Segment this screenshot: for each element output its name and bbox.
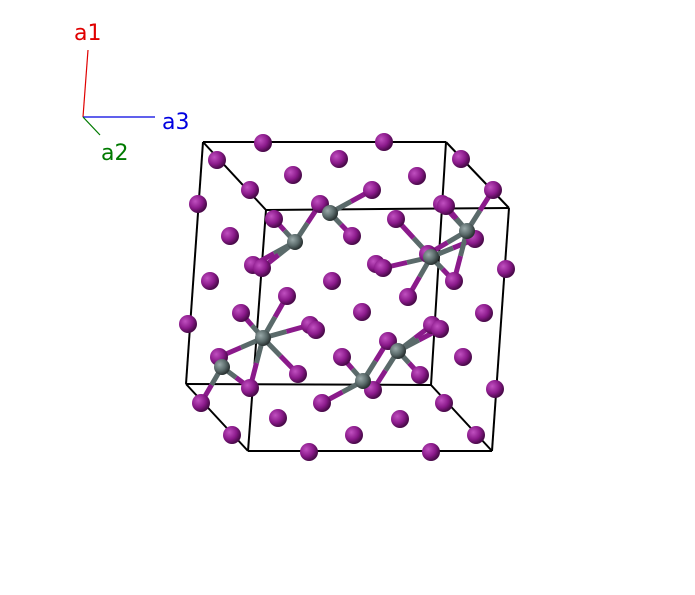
halide-atom	[484, 181, 502, 199]
metal-atom	[322, 205, 338, 221]
metal-atom	[390, 343, 406, 359]
halide-atom	[387, 210, 405, 228]
halide-atom	[445, 272, 463, 290]
halide-atom	[363, 181, 381, 199]
halide-atom	[253, 259, 271, 277]
halide-atom	[435, 394, 453, 412]
halide-atom	[497, 260, 515, 278]
halide-atom	[467, 426, 485, 444]
halide-atom	[375, 133, 393, 151]
halide-atom	[289, 365, 307, 383]
halide-atom	[374, 259, 392, 277]
bonds	[198, 187, 496, 406]
halide-atom	[232, 304, 250, 322]
halide-atom	[330, 150, 348, 168]
cell-edge	[491, 207, 510, 452]
halide-atom	[300, 443, 318, 461]
halide-atom	[422, 443, 440, 461]
halide-atom	[399, 288, 417, 306]
metal-atom	[255, 330, 271, 346]
halide-atom	[391, 410, 409, 428]
cell-edge	[185, 383, 432, 386]
atoms	[179, 133, 515, 461]
halide-atom	[411, 366, 429, 384]
halide-atom	[333, 348, 351, 366]
halide-atom	[221, 227, 239, 245]
metal-atom	[287, 234, 303, 250]
metal-atom	[459, 223, 475, 239]
halide-atom	[431, 320, 449, 338]
axis-a1-label: a1	[74, 21, 101, 46]
halide-atom	[452, 150, 470, 168]
halide-atom	[278, 287, 296, 305]
halide-atom	[454, 348, 472, 366]
halide-atom	[313, 394, 331, 412]
halide-atom	[437, 197, 455, 215]
cell-edge	[445, 141, 510, 209]
halide-atom	[241, 379, 259, 397]
halide-atom	[475, 304, 493, 322]
halide-atom	[284, 166, 302, 184]
metal-atom	[355, 373, 371, 389]
halide-atom	[265, 210, 283, 228]
metal-atom	[214, 359, 230, 375]
halide-atom	[323, 272, 341, 290]
axis-a1-line	[82, 49, 89, 118]
cell-edge	[265, 207, 510, 211]
halide-atom	[208, 151, 226, 169]
halide-atom	[201, 272, 219, 290]
halide-atom	[241, 181, 259, 199]
axis-a3-label: a3	[162, 110, 189, 135]
halide-atom	[189, 195, 207, 213]
metal-atom	[423, 249, 439, 265]
halide-atom	[192, 394, 210, 412]
halide-atom	[254, 134, 272, 152]
halide-atom	[408, 167, 426, 185]
halide-atom	[307, 321, 325, 339]
halide-atom	[353, 303, 371, 321]
axis-indicator: a1 a3 a2	[74, 21, 189, 166]
cell-edge	[202, 141, 267, 211]
halide-atom	[343, 227, 361, 245]
halide-atom	[486, 380, 504, 398]
axis-a2-line	[82, 116, 101, 136]
halide-atom	[269, 409, 287, 427]
halide-atom	[179, 315, 197, 333]
cell-edge	[185, 141, 204, 385]
halide-atom	[223, 426, 241, 444]
halide-atom	[345, 426, 363, 444]
axis-a2-label: a2	[101, 141, 128, 166]
unit-cell-box	[185, 141, 510, 452]
